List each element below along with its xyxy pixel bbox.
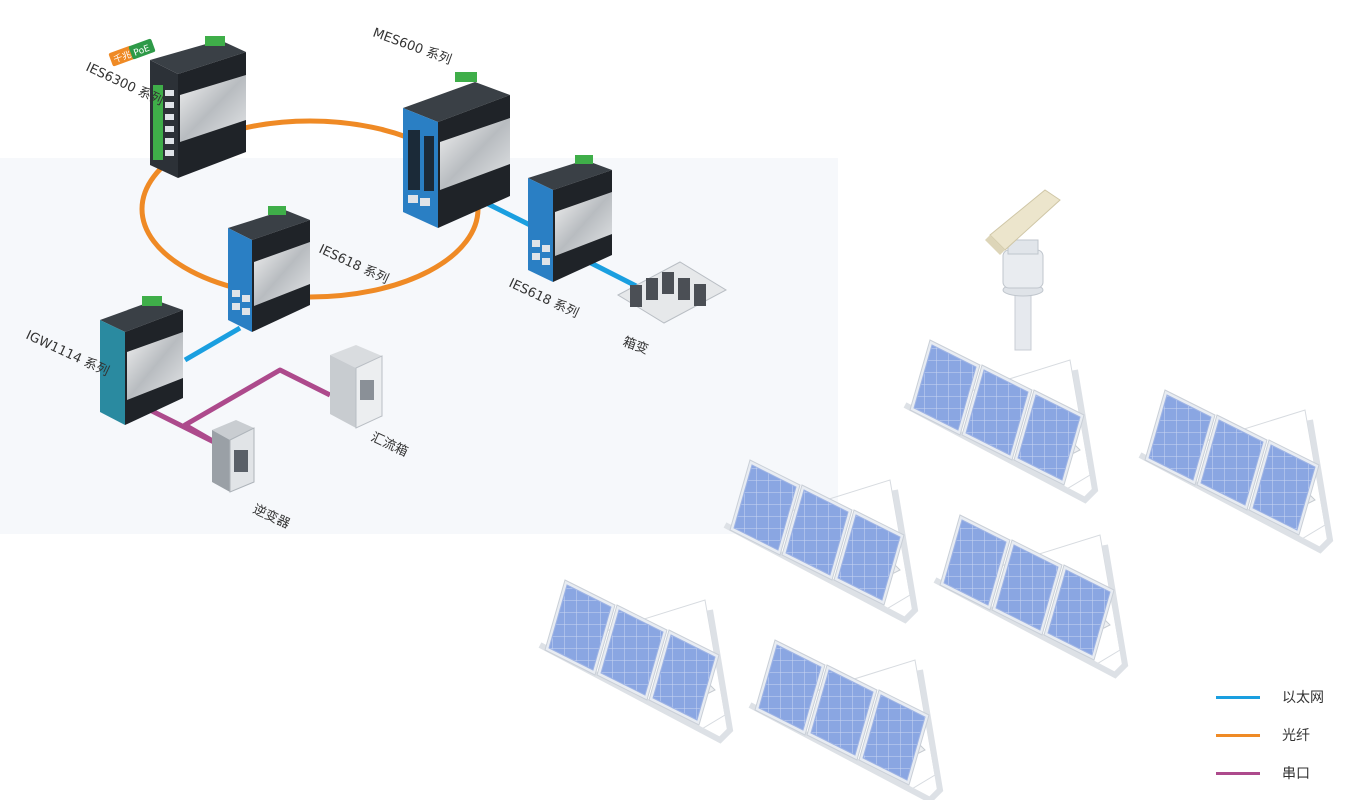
legend-label-fiber: 光纤 — [1282, 728, 1310, 744]
inverter — [212, 420, 255, 493]
solar-panel — [748, 639, 944, 800]
ies618-center-switch — [228, 206, 310, 332]
legend-swatch-ethernet — [1216, 695, 1260, 699]
legend-item-ethernet: 以太网 — [1216, 678, 1346, 716]
legend-item-serial: 串口 — [1216, 754, 1346, 792]
legend-label-ethernet: 以太网 — [1282, 690, 1324, 706]
legend-item-fiber: 光纤 — [1216, 716, 1346, 754]
legend-swatch-serial — [1216, 771, 1260, 775]
ies6300-badges: 千兆 PoE — [108, 38, 156, 67]
igw1114-gateway — [100, 296, 183, 425]
label-box-transformer: 箱变 — [621, 334, 651, 358]
label-ies618-right: IES618 系列 — [506, 276, 581, 321]
solar-panel — [723, 459, 919, 624]
ies6300-switch — [150, 36, 246, 178]
combiner-box — [330, 345, 383, 429]
label-mes600: MES600 系列 — [371, 26, 454, 68]
legend: 以太网 光纤 串口 — [1216, 678, 1346, 792]
label-inverter: 逆变器 — [250, 501, 292, 532]
box-transformer — [616, 261, 728, 324]
solar-panel — [1138, 389, 1334, 554]
solar-panel — [933, 514, 1129, 679]
mes600-switch — [403, 72, 510, 228]
serial-links — [148, 367, 332, 447]
legend-label-serial: 串口 — [1282, 766, 1310, 782]
label-igw1114: IGW1114 系列 — [23, 328, 111, 380]
solar-panel — [903, 339, 1099, 504]
legend-swatch-fiber — [1216, 733, 1260, 737]
solar-panel — [538, 579, 734, 744]
ies618-right-switch — [528, 155, 612, 282]
label-ies618-center: IES618 系列 — [316, 242, 391, 287]
solar-panel-array — [538, 339, 1334, 800]
camera-pole — [985, 189, 1061, 351]
label-combiner-box: 汇流箱 — [368, 429, 410, 460]
